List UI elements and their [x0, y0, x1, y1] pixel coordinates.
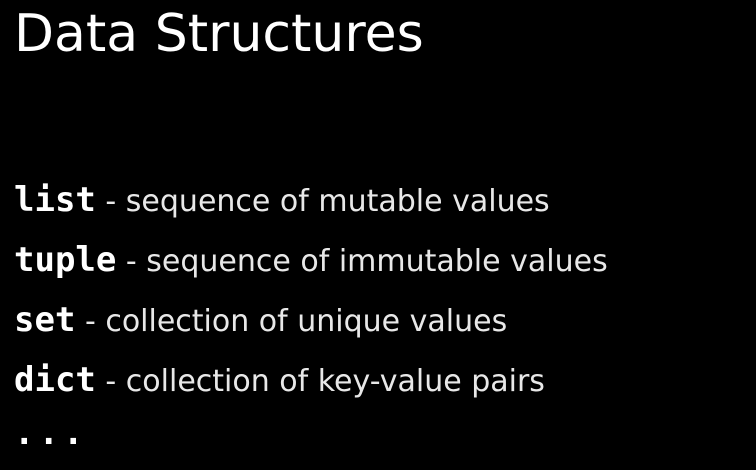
data-structure-list: list - sequence of mutable values tuple …: [14, 170, 608, 470]
ellipsis: ...: [14, 413, 88, 453]
separator: -: [116, 244, 147, 279]
description-set: collection of unique values: [105, 304, 508, 339]
keyword-list: list: [14, 180, 96, 220]
keyword-set: set: [14, 300, 76, 340]
description-tuple: sequence of immutable values: [146, 244, 608, 279]
description-list: sequence of mutable values: [125, 184, 550, 219]
keyword-tuple: tuple: [14, 240, 117, 280]
description-dict: collection of key-value pairs: [125, 364, 545, 399]
list-item-list: list - sequence of mutable values: [14, 170, 608, 230]
slide-title: Data Structures: [14, 4, 424, 64]
list-item-set: set - collection of unique values: [14, 290, 608, 350]
list-item-ellipsis: ...: [14, 410, 608, 470]
separator: -: [95, 364, 126, 399]
list-item-tuple: tuple - sequence of immutable values: [14, 230, 608, 290]
list-item-dict: dict - collection of key-value pairs: [14, 350, 608, 410]
separator: -: [75, 304, 106, 339]
keyword-dict: dict: [14, 360, 96, 400]
separator: -: [95, 184, 126, 219]
